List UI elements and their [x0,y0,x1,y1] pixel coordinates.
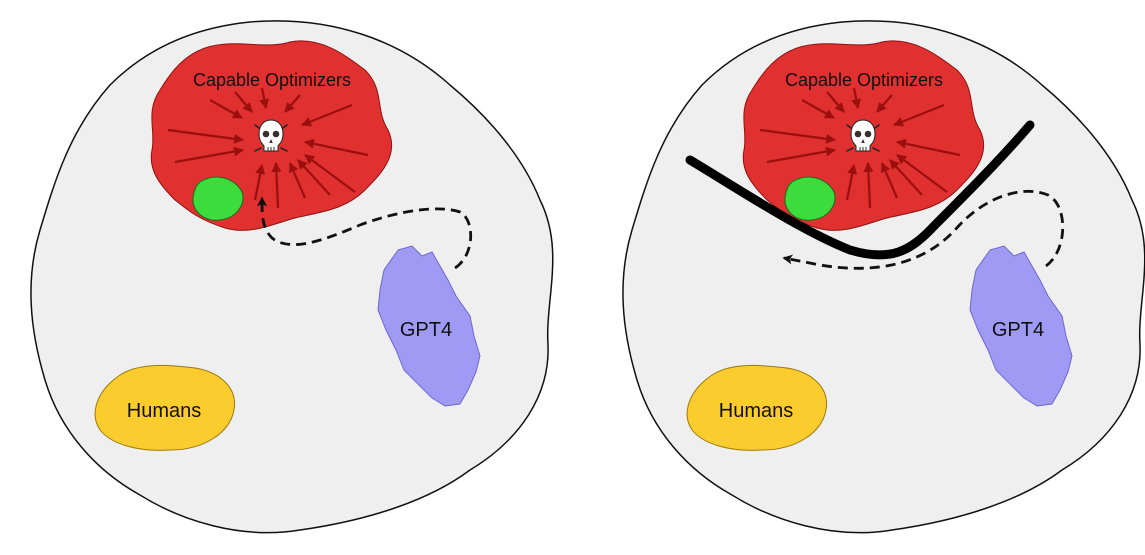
humans-region [686,364,828,451]
safe-region [784,176,836,221]
safe-region [192,176,244,221]
gpt4-region [969,245,1073,407]
barrier-curve [685,120,1035,260]
optimizers-label: Capable Optimizers [785,70,943,90]
optimizers-label: Capable Optimizers [193,70,351,90]
optimizer-arrows [167,87,369,209]
skull-icon [846,119,880,152]
gpt4-label: GPT4 [992,319,1044,341]
humans-region [94,364,236,451]
panel-left: Capable Optimizers GPT4 Humans [30,20,554,534]
gpt4-label: GPT4 [400,319,452,341]
humans-label: Humans [127,400,201,422]
training-trajectory [257,196,473,270]
skull-icon [254,119,288,152]
gpt4-region [377,245,481,407]
panel-right: Capable Optimizers GPT4 Humans [622,20,1145,534]
optimizer-arrows [759,87,961,209]
humans-label: Humans [719,400,793,422]
